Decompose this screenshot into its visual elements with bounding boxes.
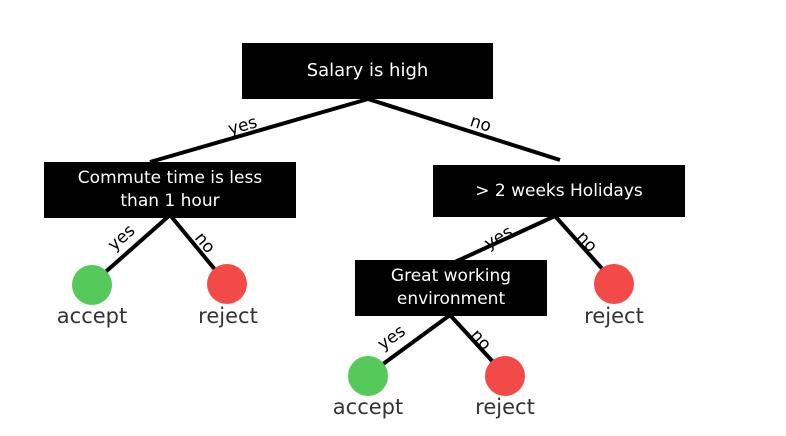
node-working-environment: Great working environment	[355, 260, 547, 316]
leaf-dot-commute-reject	[207, 264, 247, 304]
edge-root-no	[367, 97, 561, 162]
node-working-environment-label-line1: Great working	[390, 266, 512, 287]
node-salary-is-high-label: Salary is high	[306, 60, 429, 82]
node-commute-time-label-line2: than 1 hour	[120, 191, 220, 211]
node-working-environment-label-line2: environment	[396, 289, 506, 309]
edge-holidays-yes	[454, 214, 556, 264]
leaf-dot-environment-reject	[485, 356, 525, 396]
node-salary-is-high: Salary is high	[242, 43, 493, 99]
edge-root-yes	[149, 97, 369, 164]
node-holidays-label: > 2 weeks Holidays	[475, 180, 643, 201]
leaf-dot-holidays-reject	[594, 264, 634, 304]
node-commute-time: Commute time is less than 1 hour	[44, 162, 296, 218]
node-holidays: > 2 weeks Holidays	[433, 165, 685, 217]
leaf-label-commute-reject: reject	[198, 304, 258, 328]
leaf-label-environment-accept: accept	[332, 395, 404, 419]
leaf-label-environment-reject: reject	[475, 395, 535, 419]
leaf-dot-environment-accept	[348, 356, 388, 396]
leaf-dot-commute-accept	[72, 265, 112, 305]
leaf-label-commute-accept: accept	[56, 304, 128, 328]
node-commute-time-label-line1: Commute time is less	[77, 168, 263, 189]
leaf-label-holidays-reject: reject	[584, 304, 644, 328]
